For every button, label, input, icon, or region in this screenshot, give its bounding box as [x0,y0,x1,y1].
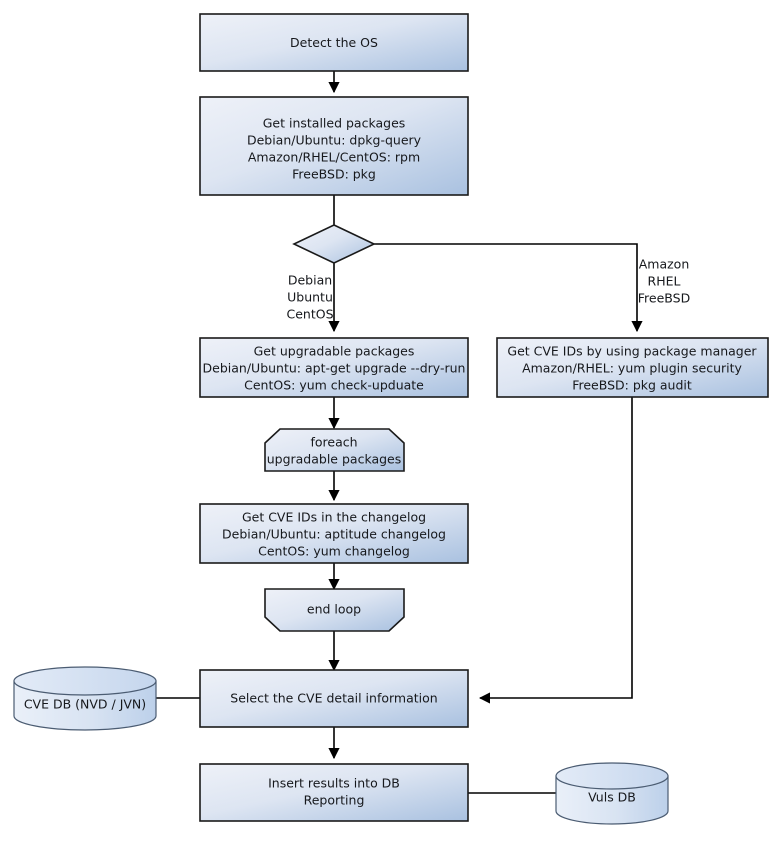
node-vuls-db-body [555,775,669,825]
edge-cve-pkgmgr-to-select [478,397,633,704]
node-get-installed-packages-line-3: FreeBSD: pkg [292,167,376,182]
node-get-cve-ids-changelog[interactable]: Get CVE IDs in the changelog Debian/Ubun… [199,503,469,564]
edge-label-right-branch-line-0: Amazon [639,257,690,272]
node-get-upgradable-packages-line-2: CentOS: yum check-upduate [244,378,424,393]
edge-label-left-branch-line-1: Ubuntu [287,290,333,305]
node-get-upgradable-packages[interactable]: Get upgradable packages Debian/Ubuntu: a… [199,337,469,398]
node-insert-results-line-0: Insert results into DB [268,776,400,791]
node-foreach-loop-start-shape [264,428,405,472]
node-end-loop-shape [264,588,405,632]
edge-label-right-branch: Amazon RHEL FreeBSD [638,257,690,306]
node-end-loop-line-0: end loop [307,602,361,617]
node-os-decision-diamond [292,224,376,264]
edge-label-left-branch: Debian Ubuntu CentOS [286,273,333,322]
node-get-cve-ids-pkg-manager-line-2: FreeBSD: pkg audit [572,378,692,393]
node-vuls-db[interactable]: Vuls DB [555,762,669,825]
edge-decision-to-cve-pkgmgr [374,243,643,333]
node-insert-results[interactable]: Insert results into DB Reporting [199,763,469,822]
edge-label-right-branch-line-2: FreeBSD [638,291,690,306]
node-get-cve-ids-pkg-manager[interactable]: Get CVE IDs by using package manager Ama… [496,337,769,398]
node-get-cve-ids-changelog-box [199,503,469,564]
node-get-cve-ids-changelog-line-0: Get CVE IDs in the changelog [242,510,426,525]
node-get-cve-ids-pkg-manager-line-0: Get CVE IDs by using package manager [507,344,757,359]
node-get-installed-packages-line-1: Debian/Ubuntu: dpkg-query [247,133,422,148]
node-get-upgradable-packages-line-0: Get upgradable packages [254,344,415,359]
node-insert-results-box [199,763,469,822]
node-get-installed-packages-line-2: Amazon/RHEL/CentOS: rpm [248,150,420,165]
node-select-cve-detail-line-0: Select the CVE detail information [230,691,437,706]
node-get-installed-packages-line-0: Get installed packages [263,116,406,131]
node-select-cve-detail[interactable]: Select the CVE detail information [199,669,469,728]
node-get-cve-ids-pkg-manager-line-1: Amazon/RHEL: yum plugin security [522,361,742,376]
node-get-installed-packages[interactable]: Get installed packages Debian/Ubuntu: dp… [199,96,469,196]
node-get-cve-ids-changelog-line-1: Debian/Ubuntu: aptitude changelog [222,527,446,542]
node-foreach-loop-start-line-1: upgradable packages [267,452,402,467]
node-select-cve-detail-box [199,669,469,728]
node-get-installed-packages-box [199,96,469,196]
node-foreach-loop-start-line-0: foreach [310,435,357,450]
edge-label-left-branch-line-0: Debian [288,273,332,288]
node-cve-db-top [13,666,157,696]
edge-label-left-branch-line-2: CentOS [286,307,333,322]
node-detect-os[interactable]: Detect the OS [199,13,469,72]
node-foreach-loop-start[interactable]: foreach upgradable packages [264,428,405,472]
node-get-upgradable-packages-box [199,337,469,398]
node-end-loop[interactable]: end loop [264,588,405,632]
node-detect-os-box [199,13,469,72]
node-get-cve-ids-pkg-manager-box [496,337,769,398]
node-get-cve-ids-changelog-line-2: CentOS: yum changelog [258,544,410,559]
node-insert-results-line-1: Reporting [304,793,365,808]
node-get-upgradable-packages-line-1: Debian/Ubuntu: apt-get upgrade --dry-run [203,361,466,376]
node-cve-db-label: CVE DB (NVD / JVN) [24,697,146,712]
connectors [155,71,643,794]
node-detect-os-line-0: Detect the OS [290,35,378,50]
edge-label-right-branch-line-1: RHEL [648,274,681,289]
node-vuls-db-top [555,762,669,790]
node-os-decision[interactable] [292,224,376,264]
node-cve-db[interactable]: CVE DB (NVD / JVN) [13,666,157,731]
node-vuls-db-label: Vuls DB [588,790,636,805]
